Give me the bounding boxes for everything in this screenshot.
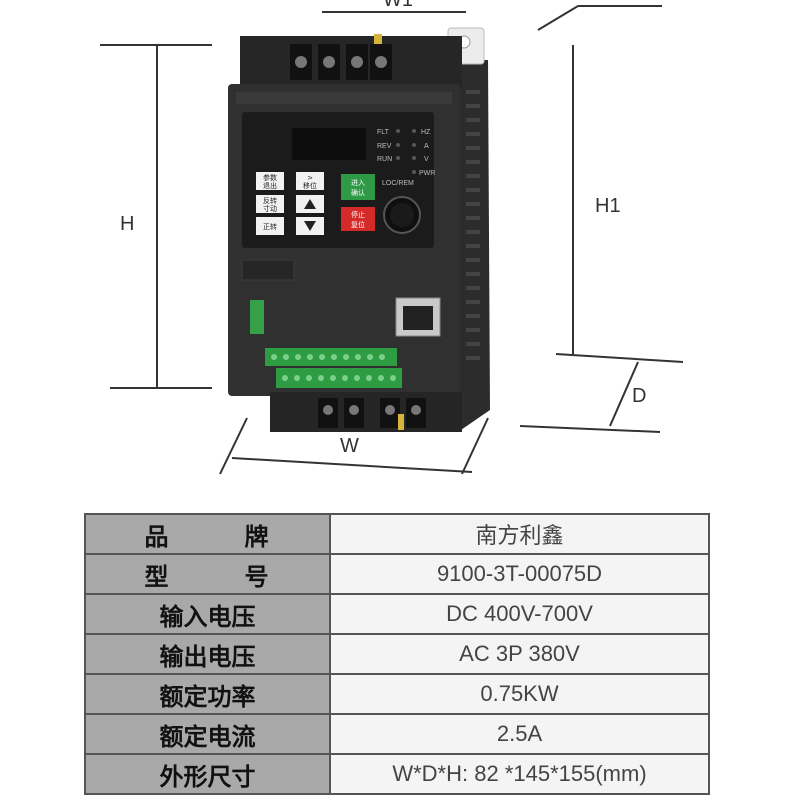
spec-key: 品牌	[84, 513, 331, 555]
enter-confirm-key[interactable]: 进入 确认	[341, 174, 375, 200]
label-run: RUN	[377, 156, 392, 163]
spec-value: 2.5A	[329, 713, 710, 755]
svg-text:正转: 正转	[263, 222, 277, 231]
svg-text:确认: 确认	[351, 188, 365, 197]
spec-table: 品牌 南方利鑫 型号 9100-3T-00075D 输入电压 DC 400V-7…	[84, 513, 710, 795]
down-key[interactable]	[296, 217, 324, 235]
inverter-device: FLT REV RUN HZ A V PWR LOC/REM 参数 退出 > 移…	[228, 27, 490, 432]
dimension-lines	[100, 5, 684, 475]
dim-label-h1: H1	[595, 195, 621, 217]
label-v: V	[424, 156, 429, 163]
spec-key: 输出电压	[84, 633, 331, 675]
label-rev: REV	[377, 143, 392, 150]
spec-row-brand: 品牌 南方利鑫	[84, 513, 710, 555]
spec-key: 外形尺寸	[84, 753, 331, 795]
label-locrem: LOC/REM	[382, 180, 414, 187]
spec-value: DC 400V-700V	[329, 593, 710, 635]
bottom-terminals	[318, 398, 426, 430]
shift-key[interactable]: > 移位	[296, 172, 324, 190]
control-terminal-strip	[265, 348, 402, 388]
dim-label-w: W	[340, 435, 359, 457]
spec-key: 额定电流	[84, 713, 331, 755]
svg-text:寸动: 寸动	[263, 204, 277, 213]
spec-value: 南方利鑫	[329, 513, 710, 555]
led-display	[292, 128, 366, 160]
svg-text:参数: 参数	[263, 173, 277, 182]
top-terminals	[290, 34, 392, 80]
svg-text:停止: 停止	[351, 210, 365, 219]
svg-text:>: >	[307, 174, 313, 182]
speed-knob[interactable]	[383, 196, 421, 234]
svg-text:移位: 移位	[303, 181, 317, 190]
label-flt: FLT	[377, 129, 390, 136]
spec-row-dimensions: 外形尺寸 W*D*H: 82 *145*155(mm)	[84, 753, 710, 795]
stop-reset-key[interactable]: 停止 复位	[341, 207, 375, 231]
spec-value: AC 3P 380V	[329, 633, 710, 675]
spec-value: 0.75KW	[329, 673, 710, 715]
label-a: A	[424, 143, 429, 150]
side-vents	[466, 90, 480, 360]
svg-text:反转: 反转	[263, 196, 277, 205]
dim-label-h: H	[120, 213, 134, 235]
label-hz: HZ	[421, 129, 431, 136]
side-connector	[250, 300, 264, 334]
up-arrow-icon	[304, 199, 316, 209]
spec-row-model: 型号 9100-3T-00075D	[84, 553, 710, 595]
spec-row-input-voltage: 输入电压 DC 400V-700V	[84, 593, 710, 635]
spec-key: 输入电压	[84, 593, 331, 635]
rj45-port[interactable]	[395, 297, 441, 337]
svg-text:进入: 进入	[351, 179, 365, 187]
spec-row-rated-power: 额定功率 0.75KW	[84, 673, 710, 715]
spec-value: W*D*H: 82 *145*155(mm)	[329, 753, 710, 795]
param-exit-key[interactable]: 参数 退出	[256, 172, 284, 190]
spec-key: 型号	[84, 553, 331, 595]
forward-run-key[interactable]: 正转	[256, 217, 284, 235]
down-arrow-icon	[304, 221, 316, 231]
svg-text:退出: 退出	[263, 181, 277, 190]
reverse-jog-key[interactable]: 反转 寸动	[256, 195, 284, 213]
spec-value: 9100-3T-00075D	[329, 553, 710, 595]
dim-label-d: D	[632, 385, 646, 407]
product-dimension-figure: W1 H H1 D W	[100, 0, 684, 475]
up-key[interactable]	[296, 195, 324, 213]
spec-row-rated-current: 额定电流 2.5A	[84, 713, 710, 755]
spec-key: 额定功率	[84, 673, 331, 715]
label-pwr: PWR	[419, 170, 435, 177]
svg-text:复位: 复位	[351, 220, 365, 229]
dim-label-top: W1	[383, 0, 413, 11]
spec-row-output-voltage: 输出电压 AC 3P 380V	[84, 633, 710, 675]
